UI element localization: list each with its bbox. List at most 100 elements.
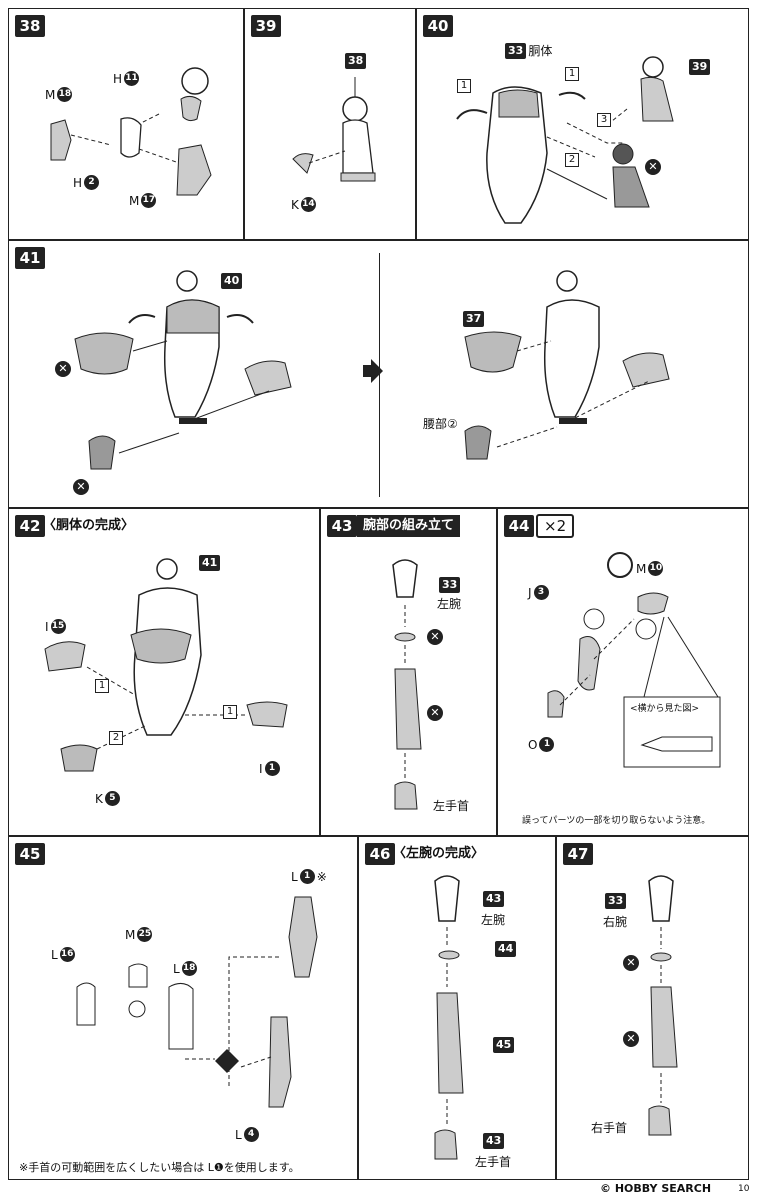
torso-label: 胴体 xyxy=(528,44,553,58)
part-letter: M xyxy=(129,193,140,208)
assembly-illustration xyxy=(547,552,721,768)
waist-label: 腰部② xyxy=(423,417,458,431)
sequence-number: 2 xyxy=(565,153,579,167)
part-letter: J xyxy=(528,585,532,600)
quantity-badge: ×2 xyxy=(536,514,575,538)
reference-step-33: 33 xyxy=(605,893,627,909)
left-arm-label: 左腕 xyxy=(437,597,461,611)
step-number: 43 xyxy=(327,515,357,537)
part-letter: M xyxy=(45,87,56,102)
part-letter: L xyxy=(51,947,58,962)
reference-badge: 45 xyxy=(493,1037,515,1053)
sequence-marker-1b: 1 xyxy=(565,67,579,81)
remove-x-icon: ✕ xyxy=(73,479,89,495)
reference-badge: 43 xyxy=(483,891,505,907)
reference-badge: 33 xyxy=(505,43,527,59)
part-number: 14 xyxy=(300,197,316,212)
remove-x-icon: ✕ xyxy=(645,159,661,175)
assembly-illustration xyxy=(456,56,674,224)
part-number: 5 xyxy=(104,791,120,806)
part-number: 15 xyxy=(50,619,66,634)
sequence-number: 1 xyxy=(565,67,579,81)
part-number: 11 xyxy=(124,71,140,86)
panel-title: 〈左腕の完成〉 xyxy=(393,846,485,861)
part-number: 17 xyxy=(141,193,157,208)
right-arm-label: 右腕 xyxy=(603,915,627,929)
assembly-illustration xyxy=(44,558,288,772)
sequence-marker-2: 2 xyxy=(565,153,579,167)
assembly-illustration xyxy=(392,559,422,810)
right-wrist-text: 右手首 xyxy=(591,1121,628,1135)
part-number: 1 xyxy=(299,869,315,884)
panel-step-43: 43 腕部の組み立て 33 左腕 ✕ ✕ 左手首 xyxy=(320,508,497,836)
panel-step-47: 47 33 右腕 ✕ ✕ 右手首 xyxy=(556,836,749,1180)
left-wrist-text: 左手首 xyxy=(475,1155,512,1169)
part-letter: O xyxy=(528,737,538,752)
part-number: 25 xyxy=(137,927,153,942)
part-letter: I xyxy=(259,761,263,776)
sequence-marker-3: 3 xyxy=(597,113,611,127)
reference-step-41: 41 xyxy=(199,555,221,571)
reference-badge: 37 xyxy=(463,311,485,327)
sequence-marker-1a: 1 xyxy=(457,79,471,93)
part-letter: H xyxy=(113,71,123,86)
step-number: 42 xyxy=(15,515,45,537)
page-number: 10 xyxy=(738,1184,750,1194)
remove-x-icon: ✕ xyxy=(623,1031,639,1047)
part-letter: M xyxy=(636,561,647,576)
part-letter: K xyxy=(291,197,299,212)
part-number: 18 xyxy=(181,961,197,976)
reference-badge: 33 xyxy=(439,577,461,593)
sequence-number: 1 xyxy=(457,79,471,93)
left-wrist-text: 左手首 xyxy=(433,799,470,813)
reference-step-40: 40 xyxy=(221,273,243,289)
step-number: 38 xyxy=(15,15,45,37)
sequence-number: 1 xyxy=(223,705,237,719)
step-number: 47 xyxy=(563,843,593,865)
remove-x-icon: ✕ xyxy=(623,955,639,971)
assembly-illustration xyxy=(648,875,678,1136)
part-number: 2 xyxy=(84,175,100,190)
reference-step-39: 39 xyxy=(689,59,711,75)
step-number: 45 xyxy=(15,843,45,865)
left-wrist-label: 左手首 xyxy=(475,1155,511,1169)
right-arm-text: 右腕 xyxy=(603,915,628,929)
reference-step-44: 44 xyxy=(495,941,517,957)
assembly-illustration xyxy=(50,67,212,196)
assembly-illustration xyxy=(76,896,318,1108)
right-wrist-label: 右手首 xyxy=(591,1121,627,1135)
sequence-marker-1a: 1 xyxy=(95,679,109,693)
remove-x-icon: ✕ xyxy=(55,361,71,377)
part-number: 1 xyxy=(264,761,280,776)
watermark: © HOBBY SEARCH xyxy=(600,1182,712,1195)
sequence-number: 3 xyxy=(597,113,611,127)
left-arm-label: 左腕 xyxy=(481,913,505,927)
part-number: 3 xyxy=(533,585,549,600)
step-number: 44 xyxy=(504,515,534,537)
left-arm-text: 左腕 xyxy=(437,597,462,611)
remove-x-icon: ✕ xyxy=(427,705,443,721)
part-letter: M xyxy=(125,927,136,942)
reference-step-38: 38 xyxy=(345,53,367,69)
assembly-illustration xyxy=(292,77,376,182)
panel-step-41: 41 40 ✕ ✕ 37 腰部② xyxy=(8,240,749,508)
sequence-marker-1b: 1 xyxy=(223,705,237,719)
part-number: 1 xyxy=(539,737,555,752)
reference-badge: 40 xyxy=(221,273,243,289)
reference-step-45: 45 xyxy=(493,1037,515,1053)
part-letter: L xyxy=(291,869,298,884)
